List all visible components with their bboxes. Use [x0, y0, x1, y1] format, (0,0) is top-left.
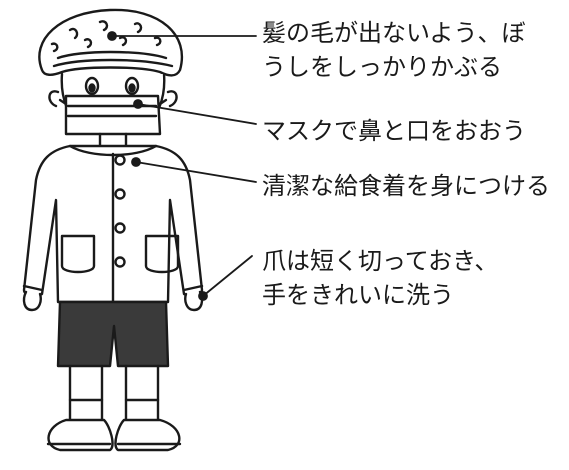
callout-lines [107, 31, 257, 301]
label-hair-cap-line2: うしをしっかりかぶる [262, 53, 502, 81]
shorts [56, 300, 170, 368]
shoes [46, 418, 182, 452]
label-mask: マスクで鼻と口をおおう [262, 114, 526, 148]
label-hair-cap-line1: 髪の毛が出ないよう、ぼ [262, 19, 526, 47]
legs [68, 364, 160, 422]
label-nails-line2: 手をきれいに洗う [262, 281, 454, 309]
hair-cap [38, 8, 183, 77]
label-nails: 爪は短く切っておき、 手をきれいに洗う [262, 244, 498, 312]
label-nails-line1: 爪は短く切っておき、 [262, 247, 499, 275]
label-coat-text: 清潔な給食着を身につける [262, 172, 550, 200]
label-hair-cap: 髪の毛が出ないよう、ぼ うしをしっかりかぶる [262, 16, 526, 84]
label-mask-text: マスクで鼻と口をおおう [262, 117, 526, 145]
label-coat: 清潔な給食着を身につける [262, 169, 550, 203]
lunch-coat [22, 144, 204, 304]
mask [58, 94, 168, 136]
